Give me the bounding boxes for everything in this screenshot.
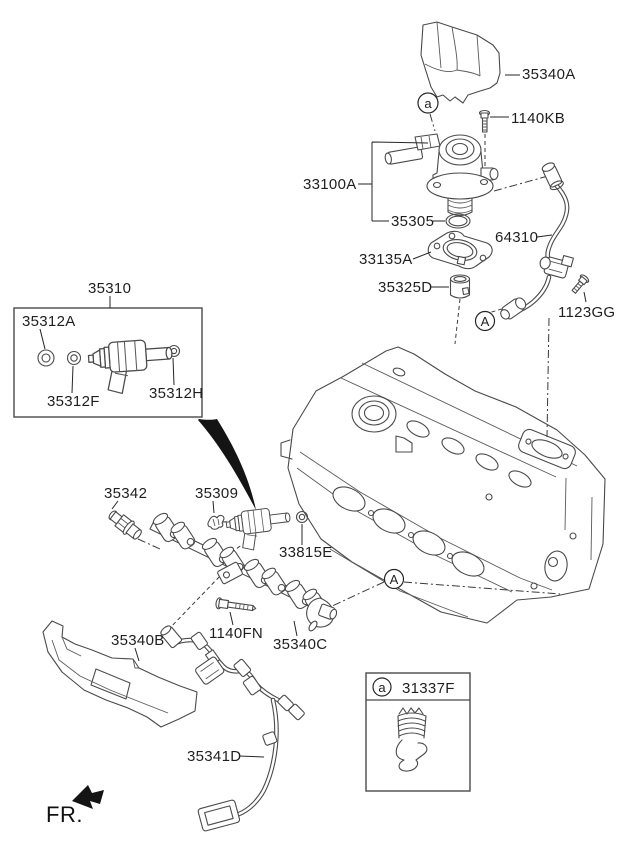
rail-sensor-drawing [108,510,142,540]
label-1140KB: 1140KB [511,110,565,127]
rail-injector-oring-drawing [295,510,309,524]
label-33100A: 33100A [303,176,357,193]
label-31337F: 31337F [402,680,455,697]
callout-A-letter-rail: A [390,572,399,587]
label-35305: 35305 [391,213,434,230]
pump-oring-drawing [445,213,471,229]
lower-cover-drawing [42,620,198,728]
leader-lines [39,74,587,758]
injector-kit-oring-a-drawing [37,349,55,367]
high-pressure-pump-drawing [384,133,499,217]
fuel-rail-drawing [149,511,338,632]
callout-A-circle-pipe [474,310,496,332]
label-1123GG: 1123GG [558,304,615,321]
label-35310: 35310 [88,280,131,297]
label-64310: 64310 [495,229,538,246]
label-35341D: 35341D [187,748,241,765]
callout-a-letter: a [424,96,432,111]
high-pressure-pipe-drawing [500,162,574,320]
front-direction-label: FR. [46,802,83,827]
label-35340B: 35340B [111,632,165,649]
label-35312H: 35312H [149,385,203,402]
pump-gasket-drawing [427,230,493,270]
engine-head-drawing [280,346,606,624]
legend-callout-a-letter: a [378,680,386,695]
pump-tappet-drawing [449,274,471,299]
front-direction-mark: FR. [46,785,104,827]
rail-bolt-drawing [215,597,257,612]
label-35340C: 35340C [273,636,327,653]
label-35340A: 35340A [522,66,576,83]
pump-bolt-drawing [478,109,491,133]
callout-A-letter-pipe: A [481,314,490,329]
label-35309: 35309 [195,485,238,502]
label-35312A: 35312A [22,313,76,330]
upper-engine-cover-drawing [420,21,501,104]
pointer-swoosh [198,419,256,510]
label-35312F: 35312F [47,393,100,410]
part-labels: 35340A 1140KB 33100A 35305 64310 33135A … [22,66,615,765]
injector-kit-oring-f-drawing [66,350,82,366]
front-direction-arrow-icon [72,785,104,809]
label-1140FN: 1140FN [209,625,263,642]
legend-callout-a-circle [372,677,392,697]
injector-clip-drawing [207,514,225,530]
label-35325D: 35325D [378,279,432,296]
legend-box [365,672,471,792]
callout-A-circle-rail [383,568,405,590]
assembly-lines [137,113,561,631]
injector-harness-drawing [160,625,305,832]
injector-kit-box [13,307,203,418]
label-35342: 35342 [104,485,147,502]
legend-clip-drawing [395,707,428,772]
callout-a-circle [417,92,439,114]
label-33135A: 33135A [359,251,413,268]
pipe-bolt-drawing [571,274,590,294]
label-33815E: 33815E [279,544,333,561]
